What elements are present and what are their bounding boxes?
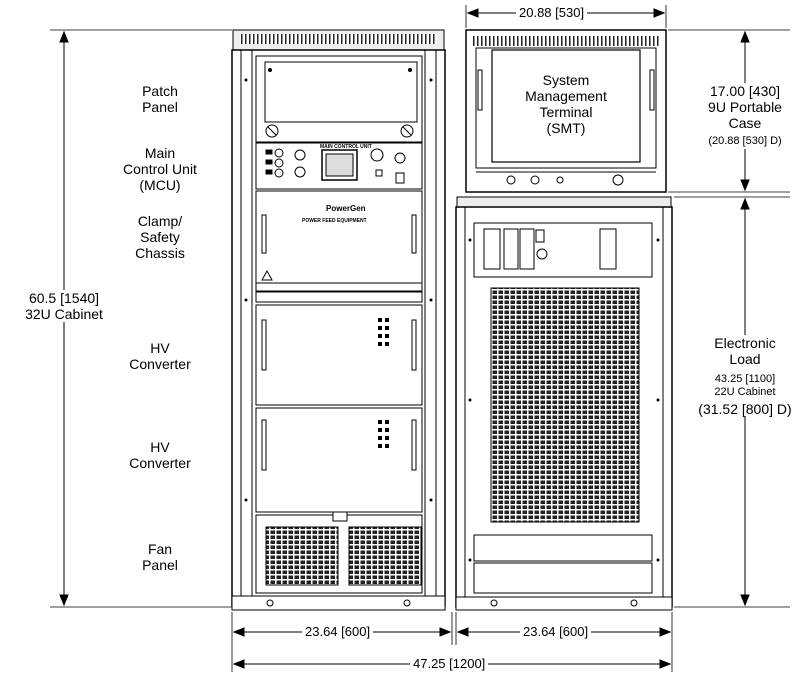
label-line: Chassis bbox=[135, 245, 185, 261]
label-line: Clamp/ bbox=[137, 213, 183, 229]
label-line: Patch bbox=[142, 83, 178, 99]
label-line: Management bbox=[525, 88, 607, 104]
label-line: Case bbox=[728, 115, 762, 131]
dim-smt-width: 20.88 [530] bbox=[516, 5, 588, 20]
label-hv-converter-1: HV Converter bbox=[115, 340, 205, 372]
label-line: Converter bbox=[129, 356, 191, 372]
label-line: Safety bbox=[140, 229, 180, 245]
label-smt: System Management Terminal (SMT) bbox=[511, 72, 621, 136]
label-line: 60.5 [1540] bbox=[28, 290, 100, 306]
label-line: Panel bbox=[142, 99, 178, 115]
clamp-title-text: POWER FEED EQUIPMENT bbox=[302, 218, 367, 224]
label-mcu: Main Control Unit (MCU) bbox=[110, 145, 210, 193]
label-line: 9U Portable bbox=[708, 99, 782, 115]
dim-left-width: 23.64 [600] bbox=[302, 624, 374, 639]
label-line: 22U Cabinet bbox=[714, 386, 776, 398]
brand-text: PowerGen bbox=[326, 204, 366, 213]
label-cabinet-height: 60.5 [1540] 32U Cabinet bbox=[15, 290, 113, 322]
label-line: HV bbox=[150, 439, 170, 455]
label-fan-panel: Fan Panel bbox=[130, 541, 190, 573]
smt-case bbox=[465, 29, 667, 193]
label-clamp-safety: Clamp/ Safety Chassis bbox=[120, 213, 200, 261]
label-line: Panel bbox=[142, 557, 178, 573]
label-line: Electronic bbox=[714, 335, 776, 351]
label-hv-converter-2: HV Converter bbox=[115, 439, 205, 471]
label-line: Terminal bbox=[539, 104, 593, 120]
dim-right-width: 23.64 [600] bbox=[520, 624, 592, 639]
label-line: Load bbox=[729, 351, 761, 367]
label-patch-panel: Patch Panel bbox=[130, 83, 190, 115]
label-line: 43.25 [1100] bbox=[714, 373, 776, 385]
fan-panel bbox=[255, 511, 423, 594]
mcu-header-text: MAIN CONTROL UNIT bbox=[320, 144, 372, 150]
label-line: HV bbox=[150, 340, 170, 356]
label-line: (SMT) bbox=[546, 120, 586, 136]
label-line: Control Unit bbox=[123, 161, 197, 177]
label-smt-case: 17.00 [430] 9U Portable Case (20.88 [530… bbox=[690, 83, 800, 149]
hv-converter-2-panel bbox=[255, 407, 423, 513]
label-line: Main bbox=[144, 145, 176, 161]
patch-panel bbox=[255, 55, 423, 143]
left-cabinet bbox=[231, 29, 446, 611]
label-line: 32U Cabinet bbox=[25, 306, 103, 322]
clamp-safety-panel bbox=[255, 190, 423, 292]
label-electronic-load: Electronic Load 43.25 [1100] 22U Cabinet… bbox=[690, 335, 800, 417]
dim-total-width: 47.25 [1200] bbox=[410, 656, 489, 671]
label-line: Converter bbox=[129, 455, 191, 471]
label-line: (31.52 [800] D) bbox=[698, 401, 792, 417]
label-line: Fan bbox=[147, 541, 173, 557]
hv-converter-1-panel bbox=[255, 304, 423, 406]
label-line: (20.88 [530] D) bbox=[708, 135, 782, 147]
label-line: System bbox=[542, 72, 590, 88]
label-line: (MCU) bbox=[139, 177, 181, 193]
mcu-panel bbox=[255, 142, 423, 190]
electronic-load-cabinet bbox=[455, 196, 673, 611]
label-line: 17.00 [430] bbox=[709, 83, 781, 99]
